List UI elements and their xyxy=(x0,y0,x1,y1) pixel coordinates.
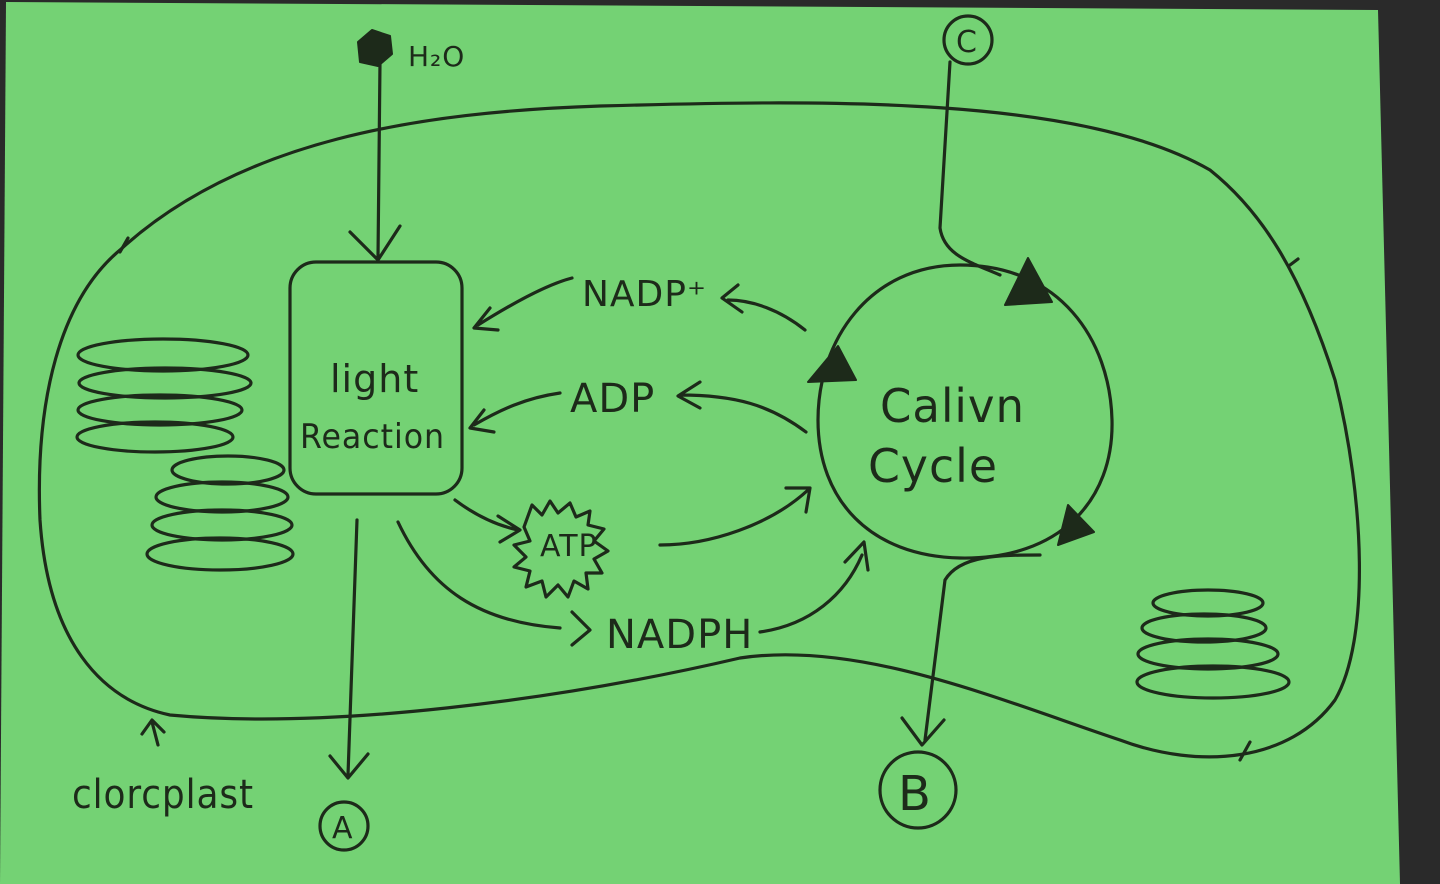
marker-b-circle xyxy=(878,750,958,830)
atp-burst-shape xyxy=(512,499,610,599)
adp-arrow xyxy=(676,380,808,434)
nadph-to-cycle-arrow xyxy=(758,540,870,634)
green-paper-card xyxy=(0,2,1400,884)
light-to-atp-arrow xyxy=(453,498,522,544)
chloroplast-label: clorcplast xyxy=(72,772,254,818)
adp-label: ADP xyxy=(570,376,655,422)
calvin-cycle-label-line1: Calivn xyxy=(880,379,1025,433)
atp-label: ATP xyxy=(540,529,598,564)
calvin-cycle-label-line2: Cycle xyxy=(868,439,998,493)
water-label: H₂O xyxy=(408,40,465,73)
nadp-plus-label: NADP⁺ xyxy=(582,274,707,315)
grana-stack-left-bottom xyxy=(145,454,295,572)
water-molecule-icon xyxy=(357,29,393,67)
atp-to-cycle-arrow xyxy=(658,486,812,547)
chloroplast-pointer-arrow xyxy=(140,718,166,747)
marker-a-circle xyxy=(318,800,370,852)
nadp-plus-to-light-arrow xyxy=(472,276,574,332)
marker-b-label: B xyxy=(898,766,932,822)
marker-c-label: C xyxy=(956,25,978,60)
grana-stack-right xyxy=(1135,588,1291,700)
marker-a-label: A xyxy=(332,811,354,846)
input-line-c xyxy=(938,60,1002,277)
nadp-plus-arrow xyxy=(720,283,807,332)
light-reaction-label-line1: light xyxy=(330,357,419,401)
chloroplast-outline-tick xyxy=(118,236,1300,762)
adp-to-light-arrow xyxy=(468,391,562,434)
nadph-label: NADPH xyxy=(606,612,753,658)
chloroplast-outline xyxy=(37,101,1362,759)
calvin-cycle-circle xyxy=(816,263,1114,560)
light-reaction-box xyxy=(288,260,464,496)
cycle-arrowhead-right xyxy=(1057,504,1095,546)
cycle-arrowhead-top xyxy=(1004,257,1053,306)
output-arrow-a xyxy=(328,518,370,780)
cycle-arrowhead-left xyxy=(807,345,857,383)
light-reaction-label-line2: Reaction xyxy=(300,417,445,457)
output-line-b xyxy=(900,553,1042,747)
water-input-arrow xyxy=(348,60,402,262)
marker-c-circle xyxy=(942,14,994,66)
grana-stack-left-top xyxy=(75,337,253,454)
light-to-nadph-arrow xyxy=(396,520,592,647)
